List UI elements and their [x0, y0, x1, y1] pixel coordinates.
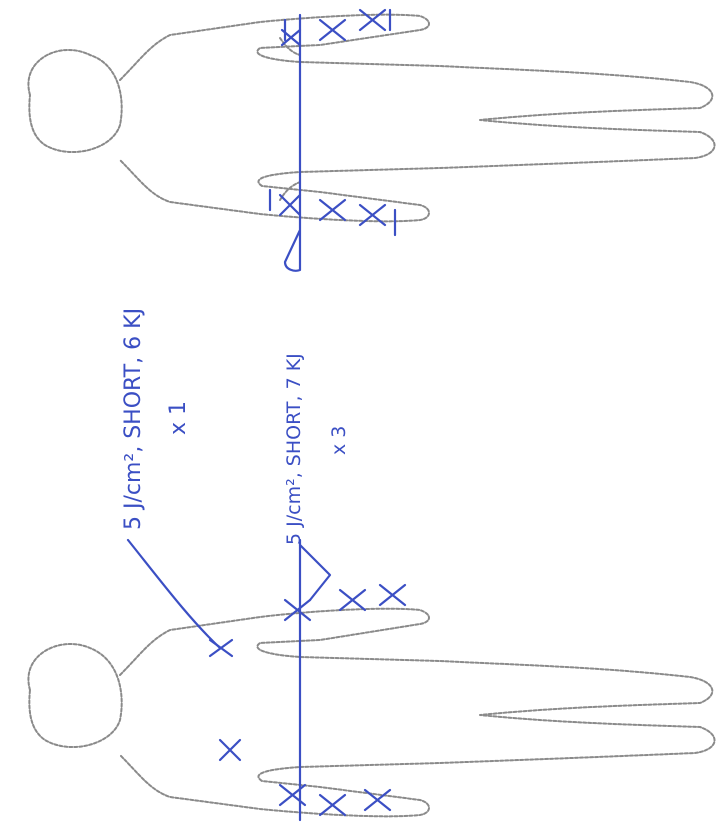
annotation-second-text: 5 J/cm², SHORT, 7 KJ	[283, 353, 305, 545]
annotation-first: 5 J/cm², SHORT, 6 KJ x 1	[121, 308, 191, 530]
body-outline-lower	[28, 609, 714, 817]
annotation-first-text: 5 J/cm², SHORT, 6 KJ	[121, 308, 146, 530]
annotation-first-count: x 1	[166, 401, 191, 435]
body-outline-upper	[28, 15, 714, 222]
annotation-second: 5 J/cm², SHORT, 7 KJ x 3	[283, 353, 350, 545]
annotation-second-count: x 3	[328, 426, 350, 455]
